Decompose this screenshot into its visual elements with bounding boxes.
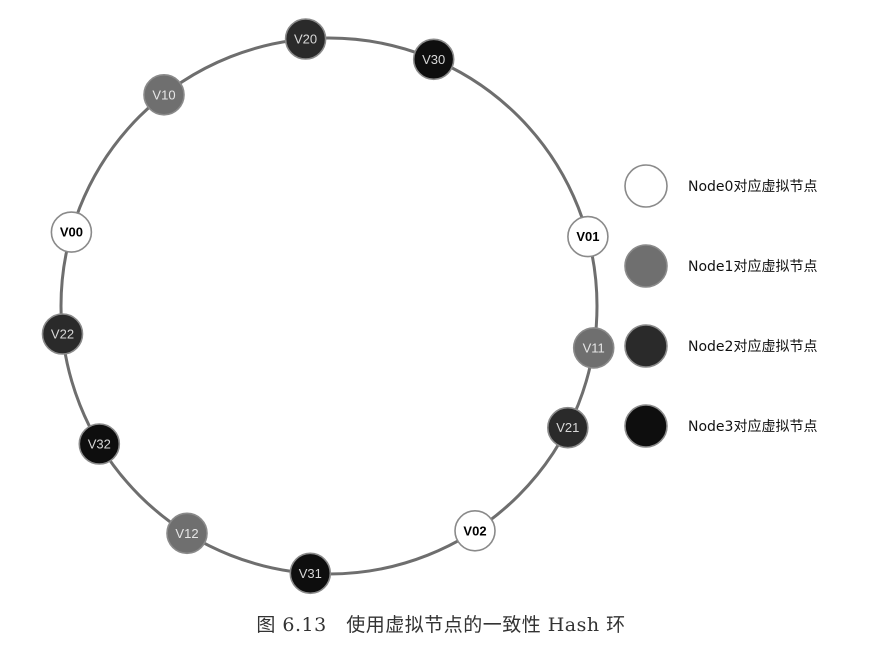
legend-label: Node0对应虚拟节点	[688, 178, 817, 195]
virtual-node-v02: V02	[454, 509, 496, 552]
legend-label: Node1对应虚拟节点	[688, 258, 817, 275]
virtual-node-v31: V31	[289, 552, 332, 595]
legend-item-node1: Node1对应虚拟节点	[624, 244, 817, 288]
virtual-node-label: V20	[294, 32, 317, 47]
virtual-node-label: V30	[422, 52, 445, 67]
legend-swatch	[624, 404, 668, 448]
legend-swatch	[624, 164, 668, 208]
virtual-node-label: V10	[152, 87, 175, 102]
virtual-node-circle	[284, 18, 327, 60]
virtual-node-label: V32	[88, 437, 111, 452]
virtual-node-circle	[166, 512, 208, 555]
legend-item-node0: Node0对应虚拟节点	[624, 164, 817, 208]
virtual-node-circle	[572, 327, 615, 369]
virtual-node-circle	[78, 423, 121, 465]
virtual-node-v20: V20	[284, 18, 327, 60]
virtual-node-v01: V01	[567, 215, 609, 258]
virtual-node-circle	[546, 406, 589, 449]
virtual-node-label: V21	[556, 420, 579, 435]
virtual-node-label: V12	[175, 526, 198, 541]
virtual-node-circle	[412, 38, 455, 81]
legend-label: Node3对应虚拟节点	[688, 418, 817, 435]
legend-swatch	[624, 244, 668, 288]
virtual-node-circle	[41, 313, 84, 355]
virtual-node-v30: V30	[412, 38, 455, 81]
legend-label: Node2对应虚拟节点	[688, 338, 817, 355]
virtual-node-label: V00	[60, 225, 83, 240]
virtual-node-label: V31	[299, 566, 322, 581]
virtual-node-v00: V00	[50, 211, 93, 253]
virtual-node-circle	[567, 215, 609, 258]
figure-caption: 图 6.13 使用虚拟节点的一致性 Hash 环	[256, 614, 626, 636]
virtual-node-v10: V10	[143, 74, 185, 116]
virtual-node-v22: V22	[41, 313, 84, 355]
virtual-node-label: V22	[51, 327, 74, 342]
virtual-node-circle	[50, 211, 93, 253]
legend-item-node2: Node2对应虚拟节点	[624, 324, 817, 368]
virtual-node-label: V11	[583, 340, 605, 355]
virtual-node-circle	[143, 74, 185, 116]
virtual-node-v11: V11	[572, 327, 615, 369]
virtual-node-label: V02	[463, 523, 486, 538]
legend: Node0对应虚拟节点 Node1对应虚拟节点 Node2对应虚拟节点 Node3对应…	[624, 164, 817, 448]
virtual-node-label: V01	[576, 229, 599, 244]
legend-swatch	[624, 324, 668, 368]
virtual-node-circle	[289, 552, 332, 595]
hash-ring	[59, 36, 599, 576]
virtual-node-v12: V12	[166, 512, 208, 555]
virtual-node-v32: V32	[78, 423, 121, 465]
legend-item-node3: Node3对应虚拟节点	[624, 404, 817, 448]
virtual-node-circle	[454, 509, 496, 552]
virtual-node-v21: V21	[546, 406, 589, 449]
